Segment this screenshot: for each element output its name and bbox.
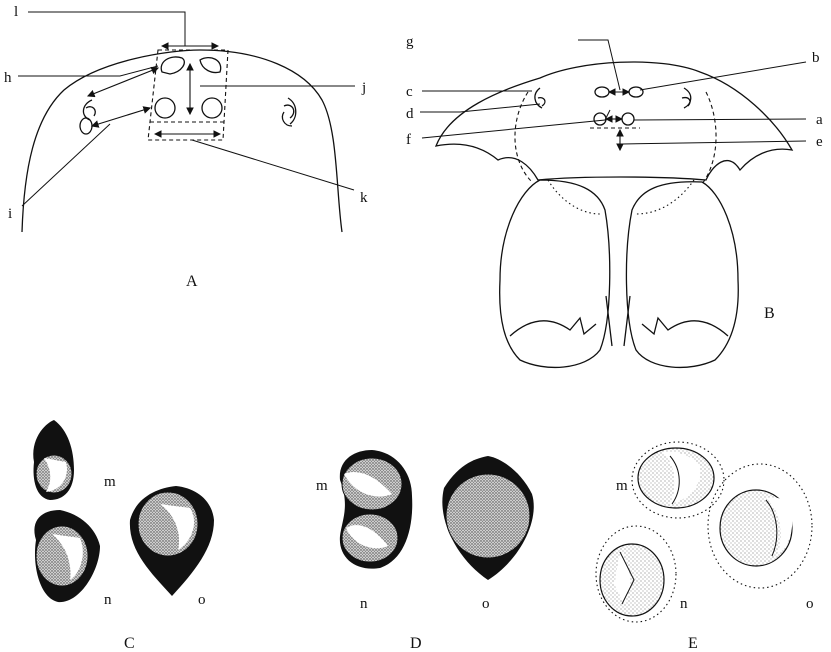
label-l: l bbox=[14, 4, 18, 20]
panel-a-cephalothorax bbox=[18, 12, 355, 232]
panel-label-e: E bbox=[688, 635, 698, 652]
label-a: a bbox=[816, 112, 823, 128]
label-d: d bbox=[406, 106, 414, 122]
panel-e-eye-group bbox=[596, 442, 812, 622]
panel-d-eye-group bbox=[340, 450, 534, 580]
panel-a-labels: l h j i k A bbox=[4, 4, 368, 290]
label-k: k bbox=[360, 190, 368, 206]
label-e-n: n bbox=[680, 596, 688, 612]
panel-c-eye-group bbox=[33, 420, 214, 602]
panel-label-c: C bbox=[124, 635, 135, 652]
label-e-m: m bbox=[616, 478, 628, 494]
label-j: j bbox=[361, 80, 366, 96]
label-d-o: o bbox=[482, 596, 490, 612]
label-c-o: o bbox=[198, 592, 206, 608]
label-d-n: n bbox=[360, 596, 368, 612]
label-c: c bbox=[406, 84, 413, 100]
panel-b-labels: g b c d a f e B bbox=[406, 34, 823, 322]
label-e: e bbox=[816, 134, 823, 150]
label-h: h bbox=[4, 70, 12, 86]
label-d-m: m bbox=[316, 478, 328, 494]
label-f: f bbox=[406, 132, 411, 148]
panel-label-d: D bbox=[410, 635, 422, 652]
label-i: i bbox=[8, 206, 12, 222]
panel-label-a: A bbox=[186, 273, 198, 290]
label-c-m: m bbox=[104, 474, 116, 490]
label-g: g bbox=[406, 34, 414, 50]
label-c-n: n bbox=[104, 592, 112, 608]
label-b: b bbox=[812, 50, 820, 66]
panel-b-prosoma-chelicerae bbox=[420, 40, 806, 367]
panel-label-b: B bbox=[764, 305, 775, 322]
label-e-o: o bbox=[806, 596, 814, 612]
